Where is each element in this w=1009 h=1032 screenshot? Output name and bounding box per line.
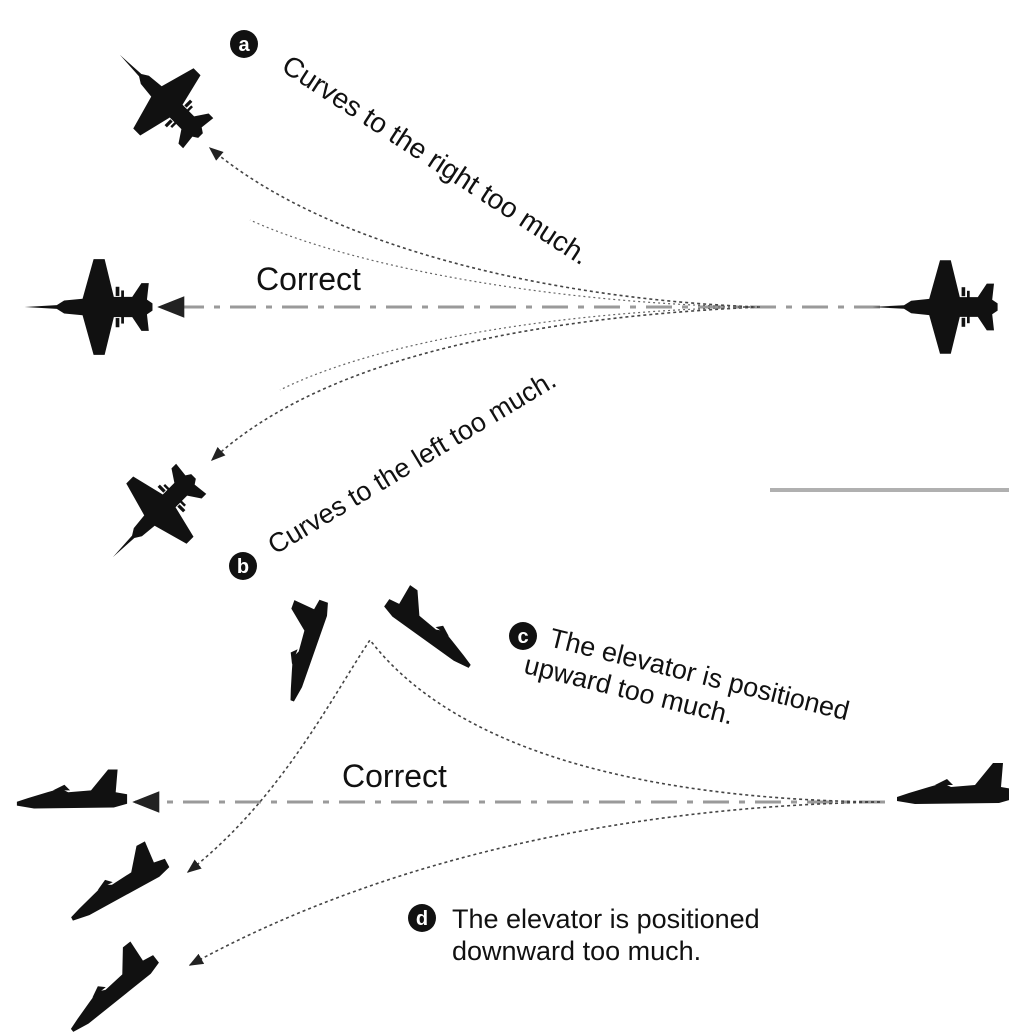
label-d-line1: The elevator is positioned [452, 904, 760, 934]
jet-top-left-deviation [82, 446, 224, 588]
jet-side-pitch-down-2 [381, 579, 489, 671]
jet-side-pitch-down-1 [261, 591, 333, 703]
top-path-right-2 [249, 219, 761, 308]
label-c-text: The elevator is positioned upward too mu… [521, 623, 852, 731]
jet-top-correct [24, 259, 153, 355]
badge-c [509, 622, 537, 650]
badge-b [229, 552, 257, 580]
top-path-right [208, 147, 761, 308]
label-d-line2: downward too much. [452, 936, 701, 966]
label-a-group: a [230, 30, 258, 58]
jet-side-down-2 [51, 935, 162, 1032]
badge-d [408, 904, 436, 932]
top-correct-label: Correct [256, 261, 361, 297]
label-d-group: d [408, 904, 436, 932]
badge-a [230, 30, 258, 58]
jet-top-right-deviation [89, 24, 231, 166]
badge-c-letter: c [517, 626, 528, 648]
label-a-text: Curves to the right too much. [277, 49, 595, 271]
jet-side-start [897, 763, 1009, 804]
top-path-left [210, 306, 761, 461]
jet-side-correct [16, 769, 128, 809]
jet-top-start [872, 260, 998, 354]
bottom-path-down [188, 801, 881, 966]
jet-side-down-1 [55, 836, 172, 924]
badge-d-letter: d [416, 908, 428, 930]
bottom-correct-label: Correct [342, 758, 447, 794]
label-c-group: c [509, 622, 537, 650]
label-b-text: Curves to the left too much. [263, 364, 561, 560]
bottom-path-up [186, 638, 881, 873]
badge-b-letter: b [237, 556, 249, 578]
badge-a-letter: a [238, 34, 250, 56]
label-b-group: b [229, 552, 257, 580]
